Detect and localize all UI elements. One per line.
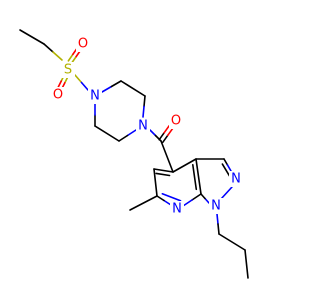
piperazine-bond <box>120 80 146 97</box>
ethyl-sulfur-bond <box>43 43 54 53</box>
carbonyl-double-bond <box>158 131 166 141</box>
piperazine-bond <box>118 134 129 142</box>
carbonyl-double-bond <box>163 124 171 134</box>
piperazine-bond <box>142 105 145 118</box>
pyridine-bond <box>163 199 172 206</box>
pyridine-bond <box>172 158 197 173</box>
propyl-bond <box>216 213 219 225</box>
label-mask <box>51 87 65 103</box>
carbonyl-double-bond <box>166 127 174 137</box>
carbonyl-ring-bond <box>160 140 174 173</box>
atom-label-sulfur: S <box>64 63 72 78</box>
methyl-bond <box>129 195 158 211</box>
pyridine-inner-bond <box>155 172 171 177</box>
sulfonyl-double-bond-top <box>67 53 74 62</box>
pyridine-bond <box>153 168 174 173</box>
label-mask <box>88 88 102 104</box>
pyridine-inner-bond <box>191 164 198 191</box>
piperazine-bond <box>110 80 122 88</box>
sulfur-nitrogen-bond <box>74 74 83 84</box>
pyrazole-bond <box>226 164 232 172</box>
label-mask <box>169 113 183 129</box>
amide-bond <box>149 129 157 137</box>
pyridine-bond <box>153 168 158 197</box>
pyrazole-nitrogen-bond <box>220 186 233 200</box>
sulfonyl-double-bond-bottom <box>57 80 63 88</box>
ethyl-bond <box>19 29 45 45</box>
propyl-bond <box>218 233 246 251</box>
propyl-bond <box>217 223 220 235</box>
atom-label-pyrazole-n1: N <box>211 199 221 214</box>
amide-bond <box>154 134 162 142</box>
pyridine-bond <box>156 195 165 202</box>
sulfur-nitrogen-bond <box>80 81 89 91</box>
label-mask <box>170 201 184 217</box>
label-mask <box>61 62 75 78</box>
chemical-structure-diagram: O S O N N O N N N <box>19 29 249 279</box>
atom-label-carbonyl-oxygen: O <box>171 114 181 129</box>
piperazine-bond <box>94 125 120 142</box>
piperazine-bond <box>101 85 113 93</box>
label-mask <box>229 171 243 187</box>
piperazine-bond <box>143 95 146 108</box>
pyridine-bond <box>191 193 202 201</box>
pyridine-bond <box>195 158 202 195</box>
propyl-bond <box>244 249 249 279</box>
atom-label-pyridine-nitrogen: N <box>172 202 182 217</box>
pyridine-inner-bond <box>161 192 182 202</box>
ethyl-sulfur-bond <box>52 51 63 61</box>
atom-label-sulfonyl-oxygen-top: O <box>78 37 88 52</box>
carbonyl-double-bond <box>161 134 169 144</box>
label-mask <box>209 198 223 214</box>
atom-label-layer: O S O N N O N N N <box>51 36 243 217</box>
atom-label-piperazine-nitrogen-acyl: N <box>138 119 148 134</box>
pyrazole-bond <box>223 158 229 166</box>
pyrazole-bond <box>200 193 206 200</box>
atom-label-pyrazole-n2: N <box>231 172 241 187</box>
bond-layer <box>19 29 249 279</box>
label-mask <box>76 36 90 52</box>
piperazine-bond <box>126 129 137 137</box>
atom-label-sulfonyl-oxygen-bottom: O <box>53 88 63 103</box>
pyrazole-bond <box>204 197 210 204</box>
label-mask <box>136 118 150 134</box>
pyridine-bond <box>182 199 193 207</box>
atom-label-piperazine-nitrogen-sulfonyl: N <box>90 89 100 104</box>
